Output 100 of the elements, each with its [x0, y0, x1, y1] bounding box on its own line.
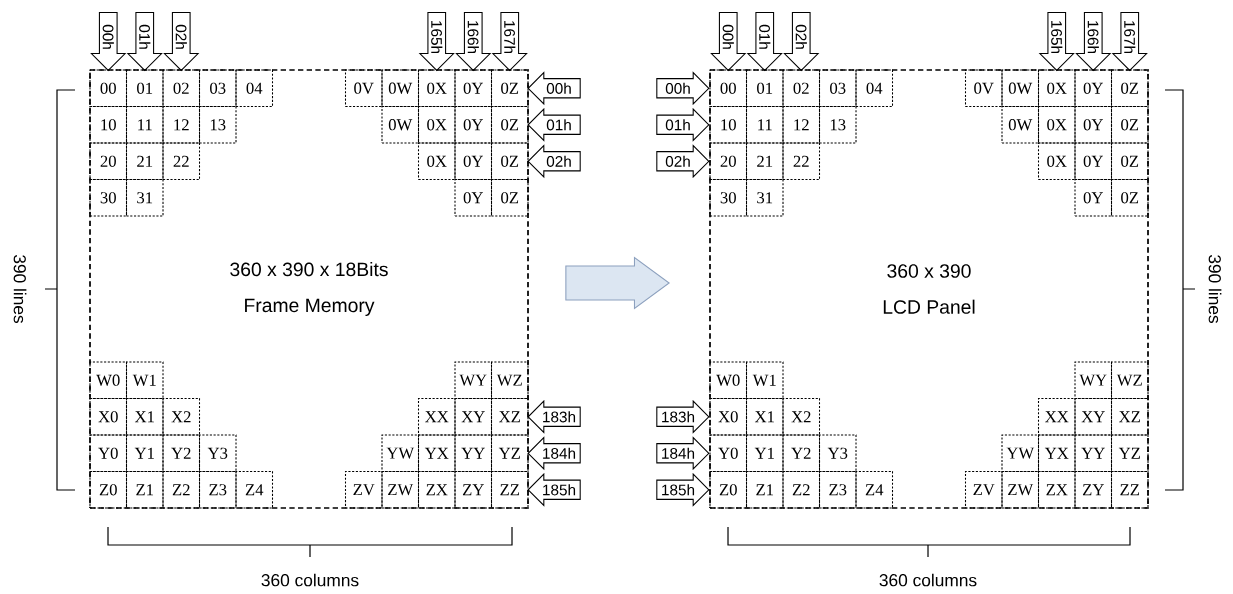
pixel-cell: YY [1074, 434, 1113, 473]
pixel-cell: 01 [745, 69, 784, 108]
pixel-cell: Z4 [235, 470, 274, 509]
pixel-cell: Y0 [89, 434, 128, 473]
pixel-cell: 0V [964, 69, 1003, 108]
pixel-cell: 22 [162, 142, 201, 181]
pixel-cell: XZ [490, 397, 529, 436]
pixel-cell: Y3 [198, 434, 237, 473]
pixel-cell: 0Z [1110, 105, 1149, 144]
pixel-cell: 0X [1037, 142, 1076, 181]
pixel-cell: 0X [417, 142, 456, 181]
pixel-cell: 30 [709, 178, 748, 217]
pixel-cell: YX [1037, 434, 1076, 473]
pixel-cell: Z0 [89, 470, 128, 509]
pixel-cell: ZV [344, 470, 383, 509]
pixel-cell: 0Z [490, 178, 529, 217]
pixel-cell: Z3 [198, 470, 237, 509]
pixel-cell: 0W [1001, 69, 1040, 108]
pixel-cell: 21 [125, 142, 164, 181]
pixel-cell: WY [1074, 361, 1113, 400]
pixel-cell: W0 [709, 361, 748, 400]
pixel-cell: Y1 [125, 434, 164, 473]
pixel-cell: 0W [381, 105, 420, 144]
pixel-cell: 21 [745, 142, 784, 181]
dimension-label: 390 lines [13, 255, 27, 324]
pixel-cell: 0W [1001, 105, 1040, 144]
pixel-cell: ZW [1001, 470, 1040, 509]
pixel-cell: 31 [745, 178, 784, 217]
pixel-cell: ZY [1074, 470, 1113, 509]
pixel-cell: XX [417, 397, 456, 436]
pixel-cell: ZY [454, 470, 493, 509]
pixel-cell: Z1 [745, 470, 784, 509]
pixel-cell: YY [454, 434, 493, 473]
pixel-cell: 00 [709, 69, 748, 108]
pixel-cell: YX [417, 434, 456, 473]
pixel-cell: 01 [125, 69, 164, 108]
pixel-cell: W1 [745, 361, 784, 400]
pixel-cell: X0 [89, 397, 128, 436]
pixel-cell: 04 [235, 69, 274, 108]
pixel-cell: 0X [1037, 69, 1076, 108]
pixel-cell: 11 [745, 105, 784, 144]
pixel-cell: 0Y [1074, 178, 1113, 217]
pixel-cell: XZ [1110, 397, 1149, 436]
pixel-cell: 0Z [490, 105, 529, 144]
pixel-cell: 03 [198, 69, 237, 108]
pixel-cell: 0Y [454, 142, 493, 181]
pixel-cell: X1 [745, 397, 784, 436]
pixel-cell: Z2 [782, 470, 821, 509]
pixel-cell: YW [1001, 434, 1040, 473]
pixel-cell: X1 [125, 397, 164, 436]
pixel-cell: ZZ [490, 470, 529, 509]
pixel-cell: 12 [162, 105, 201, 144]
pixel-cell: 04 [855, 69, 894, 108]
pixel-cell: X2 [782, 397, 821, 436]
pixel-cell: 13 [818, 105, 857, 144]
pixel-cell: WZ [490, 361, 529, 400]
pixel-cell: ZV [964, 470, 1003, 509]
pixel-cell: 0Y [454, 69, 493, 108]
pixel-cell: 0Z [490, 69, 529, 108]
pixel-cell: 0Y [454, 105, 493, 144]
pixel-cell: 03 [818, 69, 857, 108]
pixel-cell: Z4 [855, 470, 894, 509]
pixel-cell: 0Z [1110, 69, 1149, 108]
pixel-cell: Y2 [782, 434, 821, 473]
pixel-cell: 30 [89, 178, 128, 217]
dimension-label: 360 columns [261, 573, 359, 587]
pixel-cell: Y3 [818, 434, 857, 473]
pixel-cell: XY [1074, 397, 1113, 436]
pixel-cell: 31 [125, 178, 164, 217]
pixel-cell: Z1 [125, 470, 164, 509]
pixel-cell: Z3 [818, 470, 857, 509]
pixel-cell: ZX [1037, 470, 1076, 509]
pixel-cell: YZ [1110, 434, 1149, 473]
pixel-cell: 0Z [490, 142, 529, 181]
pixel-cell: ZX [417, 470, 456, 509]
pixel-cell: 0V [344, 69, 383, 108]
pixel-cell: 0W [381, 69, 420, 108]
pixel-cell: Y0 [709, 434, 748, 473]
pixel-cell: WY [454, 361, 493, 400]
pixel-cell: 0Y [454, 178, 493, 217]
pixel-cell: 02 [782, 69, 821, 108]
pixel-cell: ZW [381, 470, 420, 509]
pixel-cell: X2 [162, 397, 201, 436]
pixel-cell: YW [381, 434, 420, 473]
pixel-cell: 0X [1037, 105, 1076, 144]
pixel-cell: 10 [89, 105, 128, 144]
pixel-cell: XX [1037, 397, 1076, 436]
pixel-cell: 0Y [1074, 69, 1113, 108]
pixel-cell: 11 [125, 105, 164, 144]
pixel-cell: 0X [417, 105, 456, 144]
pixel-cell: 00 [89, 69, 128, 108]
pixel-cell: 0Z [1110, 142, 1149, 181]
pixel-cell: X0 [709, 397, 748, 436]
pixel-cell: 0Z [1110, 178, 1149, 217]
pixel-cell: 0Y [1074, 105, 1113, 144]
pixel-cell: WZ [1110, 361, 1149, 400]
pixel-cell: 22 [782, 142, 821, 181]
pixel-cell: 20 [709, 142, 748, 181]
pixel-cell: 0Y [1074, 142, 1113, 181]
pixel-cell: W1 [125, 361, 164, 400]
